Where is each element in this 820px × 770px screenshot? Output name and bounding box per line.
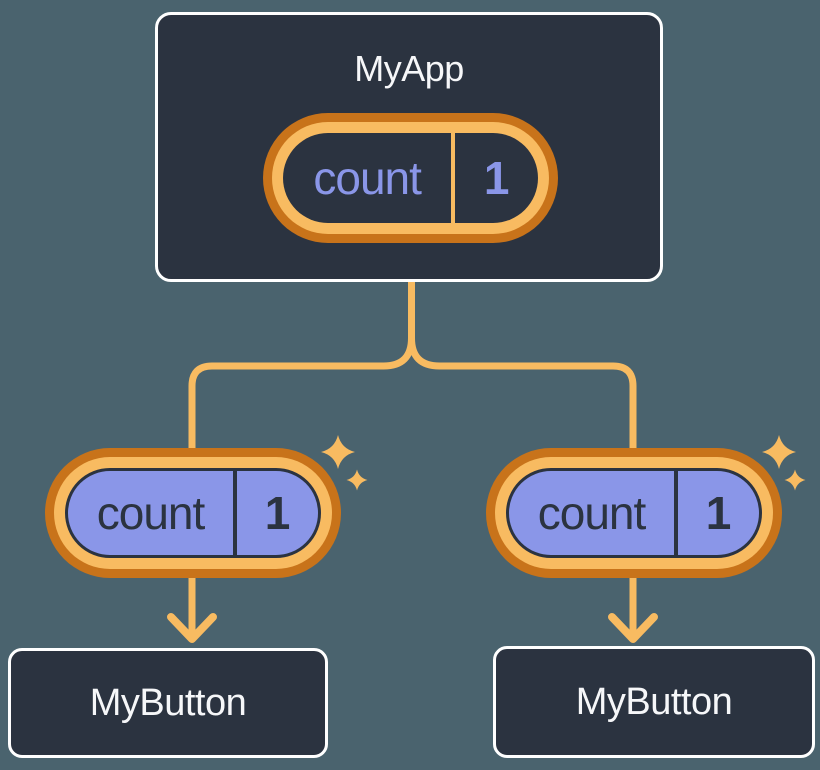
state-pill-core: count 1 [65,468,321,558]
state-pill-core: count 1 [283,133,538,223]
arrow-down-icon [167,613,217,643]
state-name-label: count [96,487,206,539]
state-name-label: count [313,152,422,204]
sparkle-icon [346,469,368,491]
sparkle-icon [321,435,355,469]
connector-right [408,277,637,637]
state-pill-ring: count 1 [495,457,773,569]
child-component-node: MyButton [8,648,328,758]
state-pill: count 1 [45,448,341,578]
state-pill-divider [674,471,678,555]
state-pill-divider [233,471,237,555]
state-pill-ring: count 1 [54,457,332,569]
state-pill-divider [451,133,456,223]
component-title: MyApp [354,48,464,89]
child-component-node: MyButton [493,646,815,758]
state-value: 1 [483,152,510,204]
state-name-label: count [537,487,647,539]
sparkle-icon [762,435,796,469]
sparkle-icon [784,469,806,491]
state-value: 1 [264,487,291,539]
state-pill-core: count 1 [506,468,762,558]
component-title: MyButton [575,680,733,723]
state-pill-ring: count 1 [272,122,549,234]
state-pill: count 1 [486,448,782,578]
parent-component-node: MyApp count 1 [155,12,663,282]
arrow-down-icon [608,613,658,643]
component-title: MyButton [89,681,247,724]
state-value: 1 [705,487,732,539]
state-pill: count 1 [263,113,558,243]
